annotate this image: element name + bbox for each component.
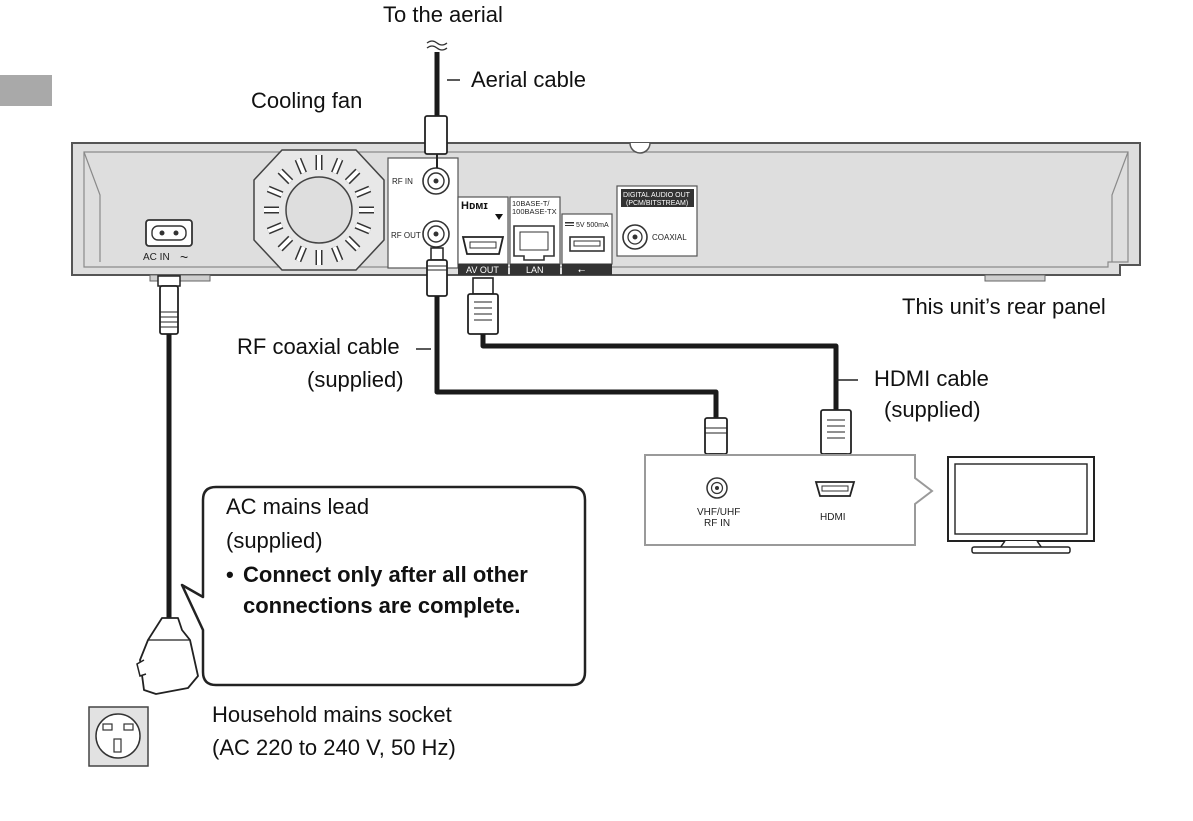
rf-cable-label-2: (supplied) <box>307 367 404 392</box>
rf-coaxial-cable <box>416 247 728 467</box>
tv-icon <box>947 456 1095 554</box>
cooling-fan-label: Cooling fan <box>251 88 363 113</box>
tv-hdmi-label: HDMI <box>820 512 846 523</box>
tv-rf-in-label-1: VHF/UHF <box>697 507 740 518</box>
lan-port: 10BASE-T/ 100BASE-TX LAN <box>509 196 561 275</box>
ac-in-inlet: AC IN ~ <box>143 219 193 265</box>
aerial-cable <box>424 40 460 168</box>
fan-slot-inner <box>296 246 306 262</box>
mains-plug-icon <box>136 617 199 695</box>
fan-slot-inner <box>332 246 342 262</box>
aerial-cable-label: Aerial cable <box>471 67 586 92</box>
fan-slot-inner <box>267 223 283 233</box>
digital-out-label-2: (PCM/BITSTREAM) <box>626 200 688 207</box>
callout-bullet: • <box>226 562 234 587</box>
fan-slot-inner <box>345 236 360 251</box>
hdmi-cable <box>467 277 858 468</box>
digital-audio-out-port: DIGITAL AUDIO OUT (PCM/BITSTREAM) COAXIA… <box>616 185 698 257</box>
socket-label-2: (AC 220 to 240 V, 50 Hz) <box>212 735 456 760</box>
page-tab <box>0 75 52 106</box>
rf-cable-label-1: RF coaxial cable <box>237 334 400 359</box>
hdmi-av-out-port: Hᴅᴍɪ AV OUT <box>457 196 509 275</box>
tv-connection-panel: VHF/UHF RF IN HDMI <box>644 454 934 546</box>
cooling-fan-grille <box>253 149 385 271</box>
fan-slot-inner <box>332 158 342 174</box>
fan-slot-inner <box>296 158 306 174</box>
hdmi-cable-label-1: HDMI cable <box>874 366 989 391</box>
ac-tilde-label: ~ <box>180 249 188 265</box>
callout-line-1: AC mains lead <box>226 494 370 519</box>
rf-panel: RF IN RF OUT <box>387 157 459 269</box>
ac-mains-lead <box>157 275 181 618</box>
tv-rf-in-label-2: RF IN <box>704 518 730 529</box>
socket-label-1: Household mains socket <box>212 702 452 727</box>
rf-out-label: RF OUT <box>391 231 421 240</box>
to-the-aerial-label: To the aerial <box>383 2 503 27</box>
rear-panel-label: This unit’s rear panel <box>902 294 1106 319</box>
fan-slot-inner <box>267 187 283 197</box>
ac-in-label: AC IN <box>143 252 170 263</box>
callout-note-1: Connect only after all other <box>243 562 528 587</box>
hdmi-logo: Hᴅᴍɪ <box>461 200 488 212</box>
fan-slot-inner <box>278 169 293 184</box>
callout-line-2: (supplied) <box>226 528 323 553</box>
callout-note-2: connections are complete. <box>243 593 521 618</box>
ac-mains-callout-box <box>180 485 587 687</box>
lan-spec-2: 100BASE-TX <box>512 207 557 216</box>
lan-label: LAN <box>526 265 544 275</box>
fan-slot-inner <box>278 236 293 251</box>
fan-slot-inner <box>345 169 360 184</box>
hdmi-cable-label-2: (supplied) <box>884 397 981 422</box>
lan-spec-1: 10BASE-T/ <box>512 199 550 208</box>
coaxial-label: COAXIAL <box>652 233 687 242</box>
fan-slot-inner <box>355 223 371 233</box>
mains-socket-icon <box>88 706 149 767</box>
usb-port: 5V 500mA ⭠ <box>561 213 613 276</box>
digital-out-label-1: DIGITAL AUDIO OUT <box>623 192 691 199</box>
usb-spec-label: 5V 500mA <box>576 222 609 229</box>
av-out-label: AV OUT <box>466 265 499 275</box>
rf-in-label: RF IN <box>392 177 413 186</box>
usb-symbol: ⭠ <box>578 266 585 276</box>
fan-slot-inner <box>355 187 371 197</box>
